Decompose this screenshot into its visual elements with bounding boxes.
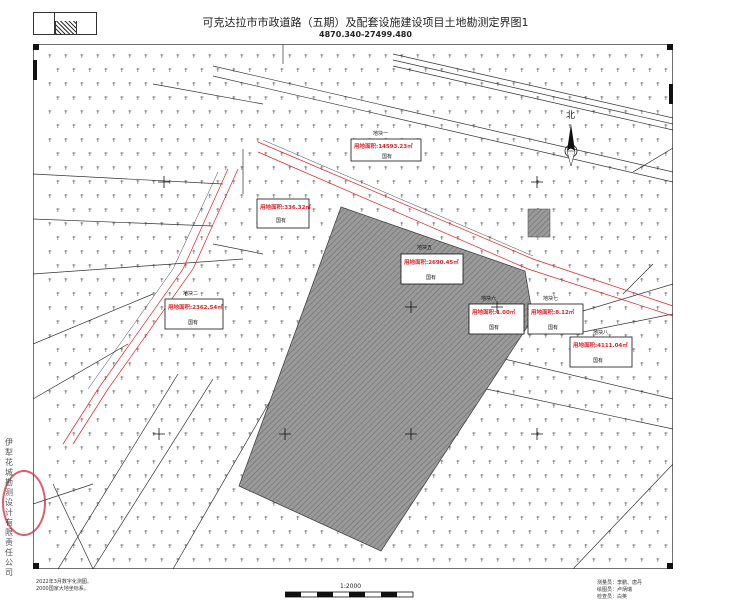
boundary-corridor[interactable] bbox=[62, 141, 673, 445]
side-organization-text: 伊犁花城勘测设计有限责任公司 bbox=[5, 438, 13, 577]
parcel-label-7[interactable]: 用地面积:2362.54㎡ 国有 地块二 bbox=[164, 290, 224, 330]
parcel-class: 国有 bbox=[593, 357, 603, 364]
parcel-tag: 地块八 bbox=[593, 329, 608, 336]
parcel-label-4[interactable]: 用地面积:1.00㎡ 国有 地块六 bbox=[468, 295, 525, 335]
parcel-class: 国有 bbox=[276, 217, 286, 224]
parcel-area: 用地面积:2690.45㎡ bbox=[403, 258, 459, 266]
road-lines bbox=[33, 44, 673, 569]
parcel-class: 国有 bbox=[548, 324, 558, 331]
parcel-label-1[interactable]: 用地面积:14593.23㎡ 国有 地块一 bbox=[350, 130, 422, 162]
parcel-class: 国有 bbox=[382, 153, 392, 160]
parcel-label-3[interactable]: 用地面积:2690.45㎡ 国有 地块五 bbox=[400, 244, 464, 285]
map-title: 可克达拉市市政道路（五期）及配套设施建设项目土地勘测定界图1 bbox=[202, 16, 529, 29]
parcel-area: 用地面积:2362.54㎡ bbox=[167, 303, 223, 311]
grid-crosses bbox=[153, 176, 543, 440]
staff-block: 测量员：李鹏、唐丹 绘图员：卢炳瑞 检查员：白英 bbox=[597, 580, 643, 600]
parcel-label-5[interactable]: 用地面积:8.12㎡ 国有 地块七 bbox=[527, 295, 584, 335]
company-seal bbox=[2, 470, 46, 536]
title-block-box bbox=[33, 12, 97, 35]
survey-note: 2022年3月数字化测图。 2000国家大地坐标系。 bbox=[36, 579, 92, 592]
north-label: 北 bbox=[566, 110, 575, 121]
sheet-number: 4870.340-27499.480 bbox=[319, 30, 412, 39]
parcel-tag: 地块五 bbox=[417, 244, 432, 251]
main-hatched-parcel[interactable] bbox=[238, 206, 534, 552]
parcel-tag: 地块六 bbox=[481, 295, 496, 302]
parcel-class: 国有 bbox=[426, 274, 436, 281]
parcel-area: 用地面积:1.00㎡ bbox=[471, 308, 516, 316]
hatched-legend-cell bbox=[55, 21, 77, 34]
parcel-tag: 地块一 bbox=[373, 130, 388, 137]
parcel-class: 国有 bbox=[188, 319, 198, 326]
parcel-area: 用地面积:336.32㎡ bbox=[259, 203, 311, 211]
parcel-area: 用地面积:14593.23㎡ bbox=[353, 142, 413, 150]
scale-label: 1:2000 bbox=[340, 583, 362, 590]
parcel-area: 用地面积:8.12㎡ bbox=[530, 308, 575, 316]
parcel-class: 国有 bbox=[489, 324, 499, 331]
small-hatched-block bbox=[527, 208, 551, 238]
parcel-area: 用地面积:4111.04㎡ bbox=[572, 341, 628, 349]
parcel-label-6[interactable]: 用地面积:4111.04㎡ 国有 地块八 bbox=[569, 329, 633, 368]
cadastral-map[interactable]: 用地面积:14593.23㎡ 国有 地块一 用地面积:336.32㎡ 国有 用地… bbox=[33, 44, 673, 569]
parcel-label-2[interactable]: 用地面积:336.32㎡ 国有 bbox=[256, 198, 311, 229]
parcel-tag: 地块二 bbox=[183, 290, 198, 297]
north-arrow: 北 bbox=[564, 110, 578, 167]
scale-bar bbox=[285, 591, 414, 598]
parcel-tag: 地块七 bbox=[543, 295, 558, 302]
